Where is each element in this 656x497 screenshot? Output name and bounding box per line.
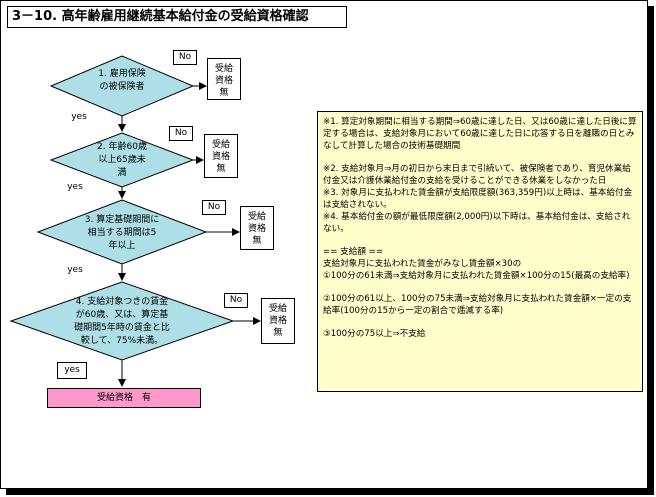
- no-label-1: No: [173, 50, 197, 65]
- note-gap: [323, 235, 637, 246]
- frame-shadow-bottom: [6, 489, 654, 495]
- amount-case-3: ③100分の75以上⇒不支給: [323, 329, 426, 339]
- result-no-qualification-1: 受給資格無: [207, 58, 241, 100]
- yes-label-3: yes: [60, 263, 90, 278]
- result-no-qualification-4: 受給資格無: [261, 298, 295, 344]
- amount-heading: == 支給額 ==: [323, 247, 384, 257]
- note-gap: [323, 282, 637, 293]
- note-gap: [323, 317, 637, 328]
- notes-panel: ※1. 算定対象期間に相当する期間⇒60歳に達した日、又は60歳に達した日後に算…: [317, 111, 643, 392]
- no-label-4: No: [224, 293, 248, 308]
- no-label-2: No: [169, 126, 193, 141]
- page-title: 3－10. 高年齢雇用継続基本給付金の受給資格確認: [7, 6, 347, 28]
- note-3: ※3. 対象月に支払われた賃金額が支給限度額(363,359円)以上時は、基本給…: [323, 188, 633, 210]
- result-no-qualification-3: 受給資格無: [240, 206, 274, 250]
- final-qualified-box: 受給資格 有: [47, 388, 201, 408]
- note-gap: [323, 152, 637, 163]
- decision-2-label: 2. 年齢60歳以上65歳未満: [97, 142, 147, 178]
- note-2: ※2. 支給対象月⇒月の初日から末日まで引続いて、被保険者であり、育児休業給付金…: [323, 164, 631, 186]
- amount-case-1: ①100分の61未満⇒支給対象月に支払われた賃金額×100分の15(最高の支給率…: [323, 271, 630, 281]
- yes-label-2: yes: [60, 180, 90, 195]
- frame-shadow-right: [648, 6, 654, 495]
- decision-1-label: 1. 雇用保険の被保険者: [98, 69, 146, 92]
- result-no-qualification-2: 受給資格無: [204, 134, 238, 178]
- yes-label-4: yes: [57, 362, 87, 379]
- no-label-3: No: [202, 200, 226, 215]
- amount-case-2: ②100分の61以上、100分の75未満⇒支給対象月に支払われた賃金額×一定の支…: [323, 294, 632, 316]
- yes-label-1: yes: [64, 110, 94, 125]
- note-1: ※1. 算定対象期間に相当する期間⇒60歳に達した日、又は60歳に達した日後に算…: [323, 117, 637, 151]
- decision-4-label: 4. 支給対象つきの賃金が60歳、又は、算定基礎期間5年時の賃金と比較して、75…: [74, 297, 170, 346]
- amount-intro: 支給対象月に支払われた賃金がみなし賃金額×30の: [323, 259, 522, 269]
- note-4: ※4. 基本給付金の額が最低限度額(2,000円)以下時は、基本給付金は、支給さ…: [323, 212, 631, 234]
